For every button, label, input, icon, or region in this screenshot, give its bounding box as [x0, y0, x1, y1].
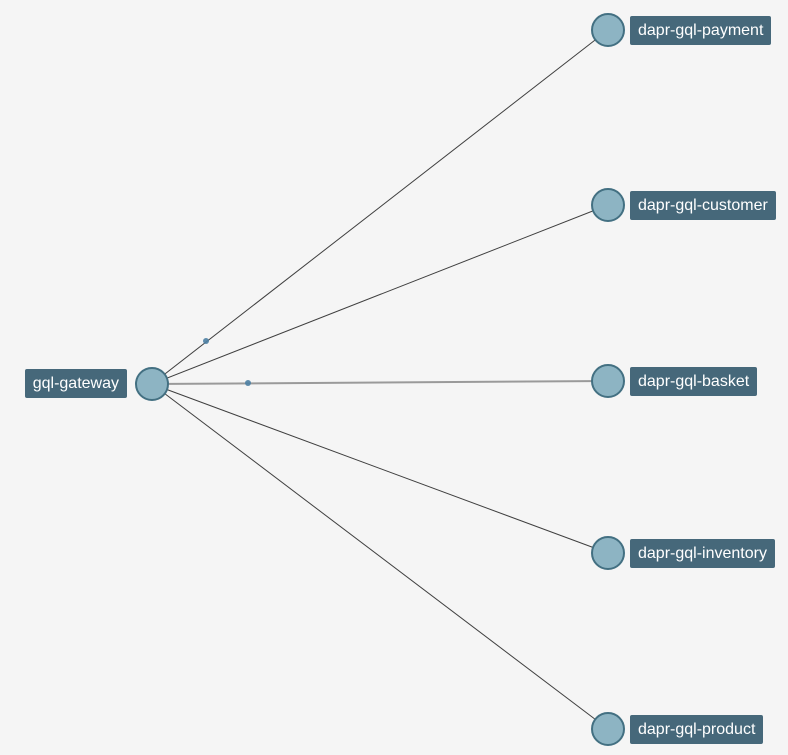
- node-label-dapr-gql-product[interactable]: dapr-gql-product: [630, 715, 764, 744]
- traffic-dot-payment-edge: [203, 338, 209, 344]
- edge-gql-gateway-to-dapr-gql-basket[interactable]: [151, 380, 609, 385]
- edge-gql-gateway-to-dapr-gql-inventory[interactable]: [151, 383, 609, 554]
- node-dapr-gql-payment[interactable]: [591, 13, 625, 47]
- edge-gql-gateway-to-dapr-gql-product[interactable]: [151, 383, 609, 730]
- node-dapr-gql-product[interactable]: [591, 712, 625, 746]
- node-label-dapr-gql-customer[interactable]: dapr-gql-customer: [630, 191, 776, 220]
- node-label-dapr-gql-payment[interactable]: dapr-gql-payment: [630, 16, 772, 45]
- traffic-dot-basket-edge: [245, 380, 251, 386]
- edge-gql-gateway-to-dapr-gql-payment[interactable]: [151, 29, 609, 385]
- node-dapr-gql-basket[interactable]: [591, 364, 625, 398]
- node-dapr-gql-inventory[interactable]: [591, 536, 625, 570]
- edge-gql-gateway-to-dapr-gql-customer[interactable]: [151, 204, 609, 385]
- node-label-gql-gateway[interactable]: gql-gateway: [24, 369, 127, 398]
- node-label-dapr-gql-basket[interactable]: dapr-gql-basket: [630, 367, 758, 396]
- node-label-dapr-gql-inventory[interactable]: dapr-gql-inventory: [630, 539, 775, 568]
- node-gql-gateway[interactable]: [135, 367, 169, 401]
- node-dapr-gql-customer[interactable]: [591, 188, 625, 222]
